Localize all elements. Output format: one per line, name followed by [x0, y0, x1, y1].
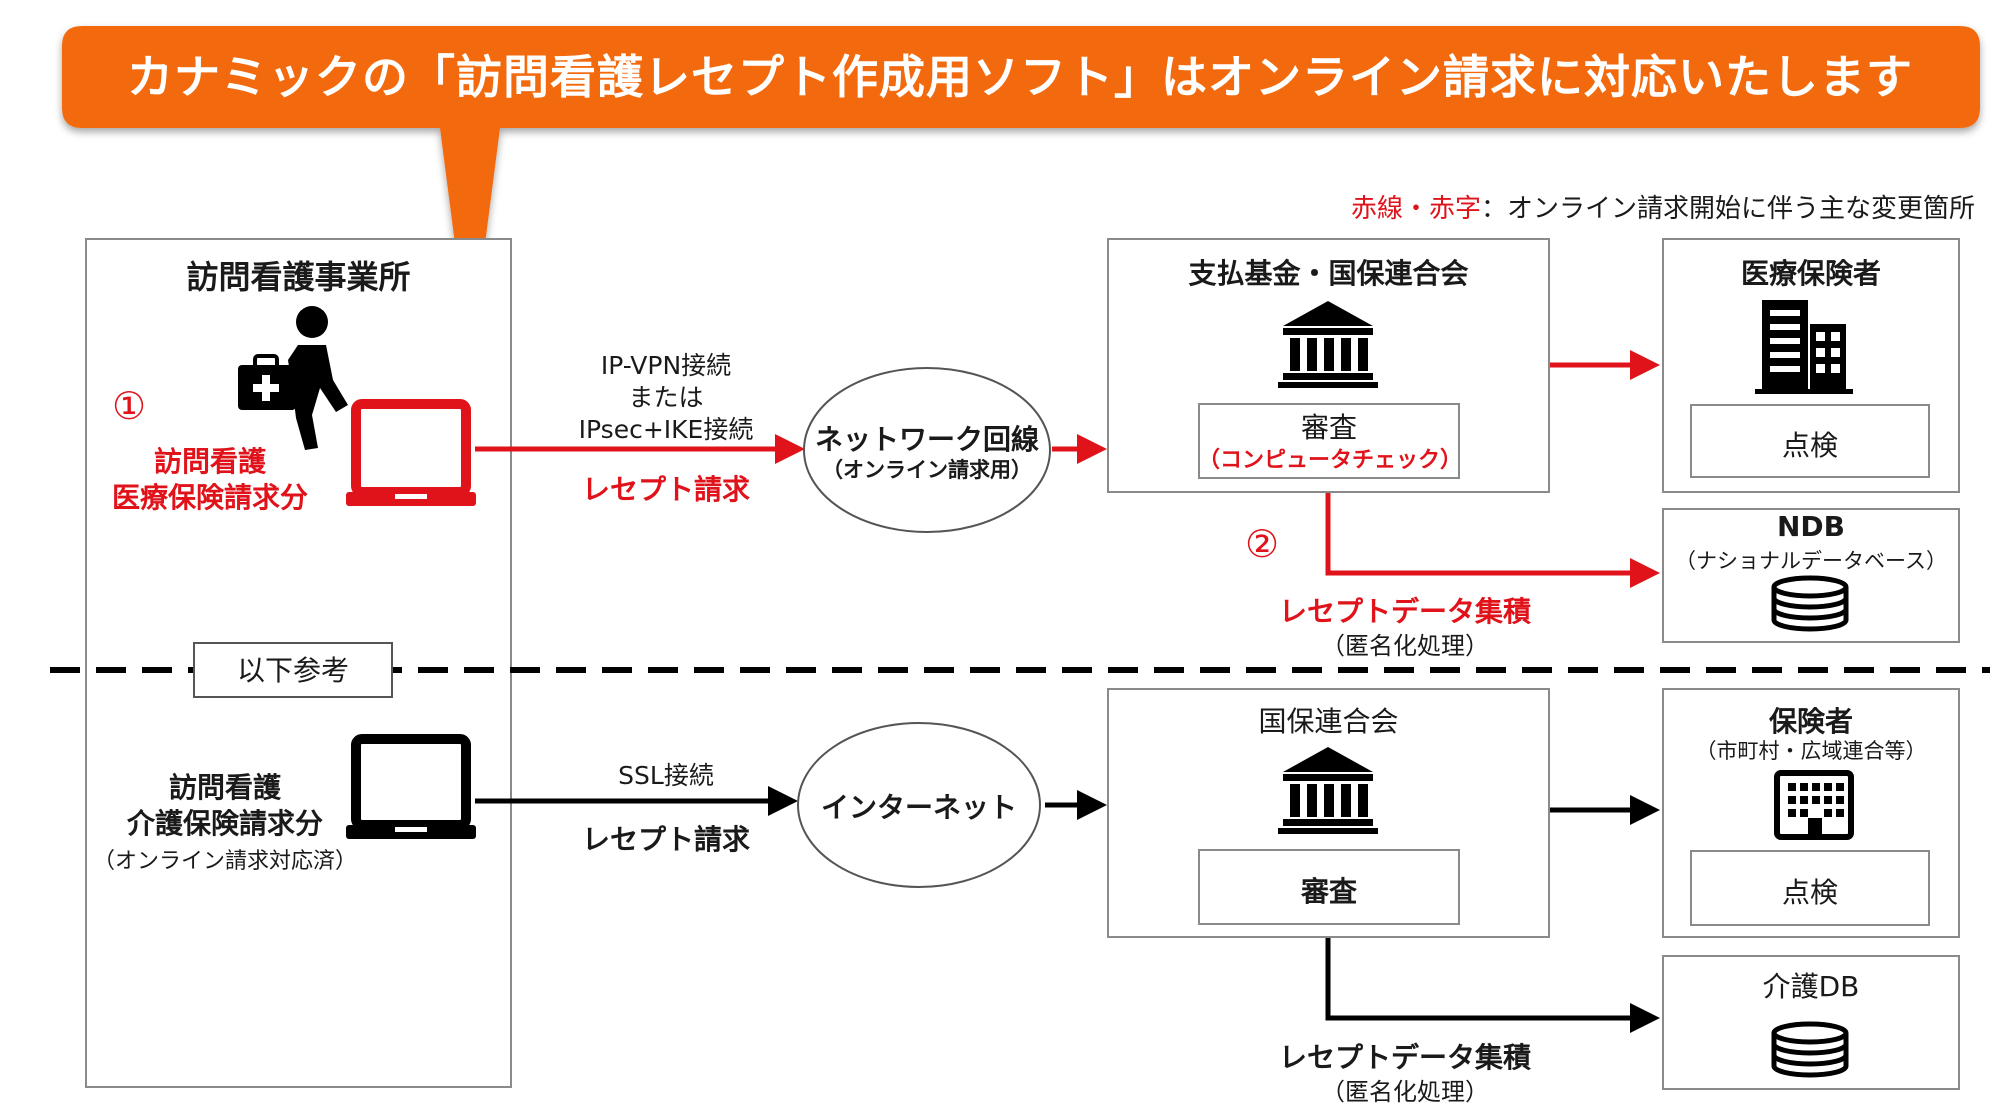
care-label-line2: 介護保険請求分 [126, 807, 323, 840]
network-title: ネットワーク回線 [814, 423, 1039, 456]
inspection-box [1690, 404, 1930, 478]
medical-label-line1: 訪問看護 [153, 445, 266, 478]
medical-label-line2: 医療保険請求分 [111, 481, 308, 514]
step-number-1: ① [112, 384, 147, 428]
insurer-title: 医療保険者 [1740, 257, 1881, 290]
internet-label: インターネット [820, 791, 1017, 824]
review-box-lower [1198, 849, 1460, 925]
database-icon [1771, 575, 1849, 632]
review-label-lower: 審査 [1300, 875, 1357, 908]
fund-title: 支払基金・国保連合会 [1188, 257, 1469, 290]
inspection-label-lower: 点検 [1781, 876, 1838, 909]
ndb-subtitle: （ナショナルデータベース） [1675, 549, 1947, 573]
office-building-icon-lower [1774, 770, 1854, 840]
internet-ellipse [797, 722, 1041, 888]
network-subtitle: （オンライン請求用） [822, 458, 1032, 482]
inspection-box-lower [1690, 850, 1930, 926]
arrow-to-ndb [1325, 493, 1660, 588]
conn-line2: または [628, 383, 704, 412]
reference-label: 以下参考 [193, 642, 393, 698]
legend: 赤線・赤字：オンライン請求開始に伴う主な変更箇所 [1351, 188, 1975, 225]
insurer-subtitle-lower: （市町村・広域連合等） [1695, 739, 1927, 763]
conn-line3: IPsec+IKE接続 [578, 415, 754, 444]
database-icon-lower [1771, 1021, 1849, 1078]
ndb-title: NDB [1776, 510, 1846, 543]
review-label: 審査 [1300, 411, 1357, 444]
bank-building-icon [1278, 301, 1378, 388]
ndb-box [1662, 508, 1960, 643]
aggregate-sublabel-lower: （匿名化処理） [1321, 1078, 1489, 1106]
legend-text: ：オンライン請求開始に伴う主な変更箇所 [1480, 194, 1975, 224]
network-ellipse [803, 367, 1051, 533]
care-note: （オンライン請求対応済） [92, 849, 357, 874]
receipt-claim-label-lower: レセプト請求 [581, 823, 750, 856]
laptop-icon-black [346, 734, 476, 839]
aggregate-label: レセプトデータ集積 [1278, 595, 1531, 628]
legend-red-text: 赤線・赤字 [1350, 194, 1481, 224]
aggregate-label-lower: レセプトデータ集積 [1278, 1041, 1531, 1074]
care-db-title: 介護DB [1662, 965, 1960, 1005]
laptop-icon-red [346, 399, 476, 506]
office-building-icon [1755, 300, 1853, 394]
step-number-2: ② [1245, 522, 1280, 566]
review-sublabel: （コンピュータチェック） [1198, 448, 1463, 473]
aggregate-sublabel: （匿名化処理） [1321, 632, 1489, 660]
receipt-claim-label: レセプト請求 [581, 473, 750, 506]
review-box [1198, 403, 1460, 479]
nurse-with-bag-icon [238, 306, 348, 450]
conn-line1: IP-VPN接続 [600, 351, 732, 380]
ssl-conn-label: SSL接続 [618, 761, 714, 790]
bank-building-icon-lower [1278, 747, 1378, 834]
arrow-to-care-db [1325, 938, 1660, 1033]
care-label-line1: 訪問看護 [168, 771, 281, 804]
inspection-label: 点検 [1781, 429, 1838, 462]
banner-title: カナミックの「訪問看護レセプト作成用ソフト」はオンライン請求に対応いたします [127, 50, 1913, 104]
insurer-title-lower: 保険者 [1768, 705, 1853, 738]
federation-title: 国保連合会 [1258, 705, 1399, 738]
office-title: 訪問看護事業所 [186, 258, 411, 296]
care-db-title-text: 介護DB [1762, 970, 1860, 1003]
